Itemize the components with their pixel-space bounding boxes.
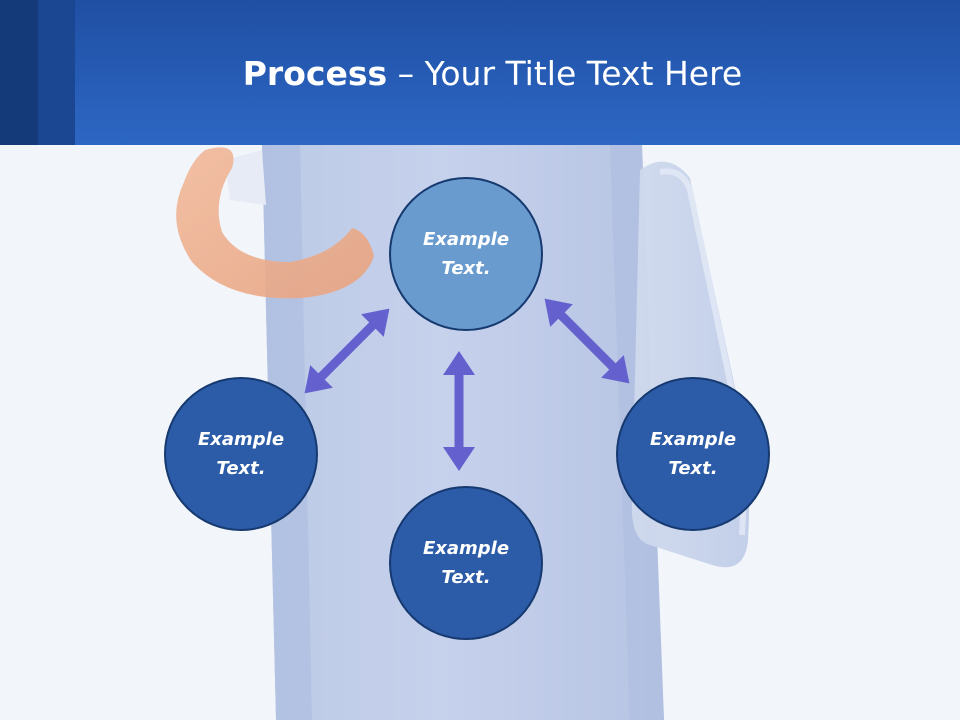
double-arrow-icon xyxy=(443,351,475,471)
node-label: Example Text. xyxy=(649,429,737,479)
node-label: Example Text. xyxy=(422,229,510,279)
orange-peel xyxy=(176,147,374,299)
header-stripe-dark xyxy=(0,0,38,145)
header-stripe xyxy=(38,0,75,145)
node-label: Example Text. xyxy=(197,429,285,479)
double-arrow-icon xyxy=(533,287,640,394)
double-arrow-icon xyxy=(293,297,400,404)
process-node-left: Example Text. xyxy=(164,377,318,531)
title-rest: – Your Title Text Here xyxy=(387,54,743,93)
slide-title: Process – Your Title Text Here xyxy=(0,52,960,96)
process-node-bottom: Example Text. xyxy=(389,486,543,640)
node-label: Example Text. xyxy=(422,538,510,588)
bin-rim xyxy=(225,150,266,205)
title-bold: Process xyxy=(242,54,388,93)
process-node-top: Example Text. xyxy=(389,177,543,331)
title-bar: Process – Your Title Text Here xyxy=(0,0,960,145)
process-node-right: Example Text. xyxy=(616,377,770,531)
